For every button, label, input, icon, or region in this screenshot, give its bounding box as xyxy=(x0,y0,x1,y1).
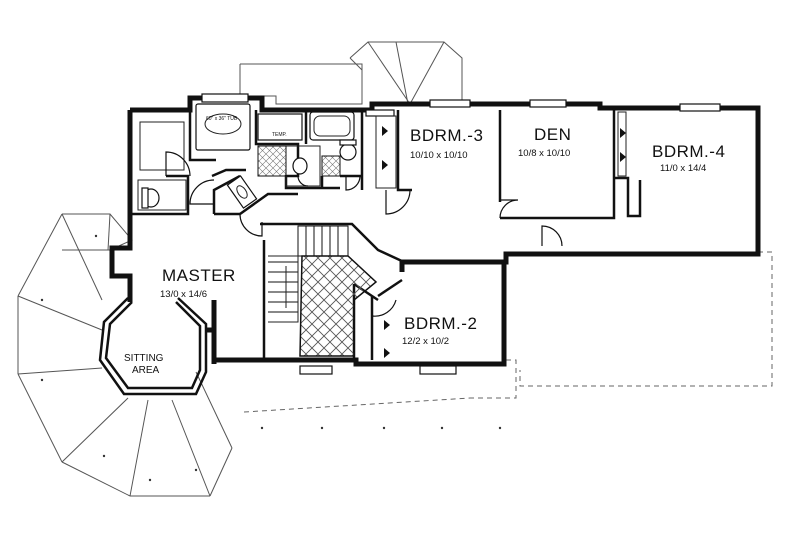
master-name: MASTER xyxy=(162,266,236,285)
bdrm4-dims: 11/0 x 14/4 xyxy=(660,163,706,174)
den-name: DEN xyxy=(534,125,571,144)
deck-outline xyxy=(243,251,773,413)
sitting-area-walls xyxy=(98,297,208,396)
sitting-area-line2: AREA xyxy=(132,365,160,376)
tub-label: 60" x 36" TUB xyxy=(206,116,238,122)
temp-label: TEMP. xyxy=(272,132,287,138)
roof-outline xyxy=(239,41,463,105)
stairs xyxy=(268,225,378,357)
bdrm3-dims: 10/10 x 10/10 xyxy=(410,150,468,161)
bath-fixtures: 60" x 36" TUB TEMP. xyxy=(141,103,357,209)
door-swings xyxy=(165,151,563,317)
bdrm4-name: BDRM.-4 xyxy=(652,142,725,161)
sitting-roof xyxy=(17,213,502,497)
bdrm2-name: BDRM.-2 xyxy=(404,314,477,333)
closets xyxy=(137,111,627,211)
den-dims: 10/8 x 10/10 xyxy=(518,148,570,159)
sitting-area-line1: SITTING xyxy=(124,353,164,364)
master-dims: 13/0 x 14/6 xyxy=(160,289,207,300)
room-labels: BDRM.-3 10/10 x 10/10 DEN 10/8 x 10/10 B… xyxy=(124,125,725,376)
windows xyxy=(201,93,721,375)
closet-arrows xyxy=(382,126,626,358)
bdrm3-name: BDRM.-3 xyxy=(410,126,483,145)
bdrm2-dims: 12/2 x 10/2 xyxy=(402,336,449,347)
